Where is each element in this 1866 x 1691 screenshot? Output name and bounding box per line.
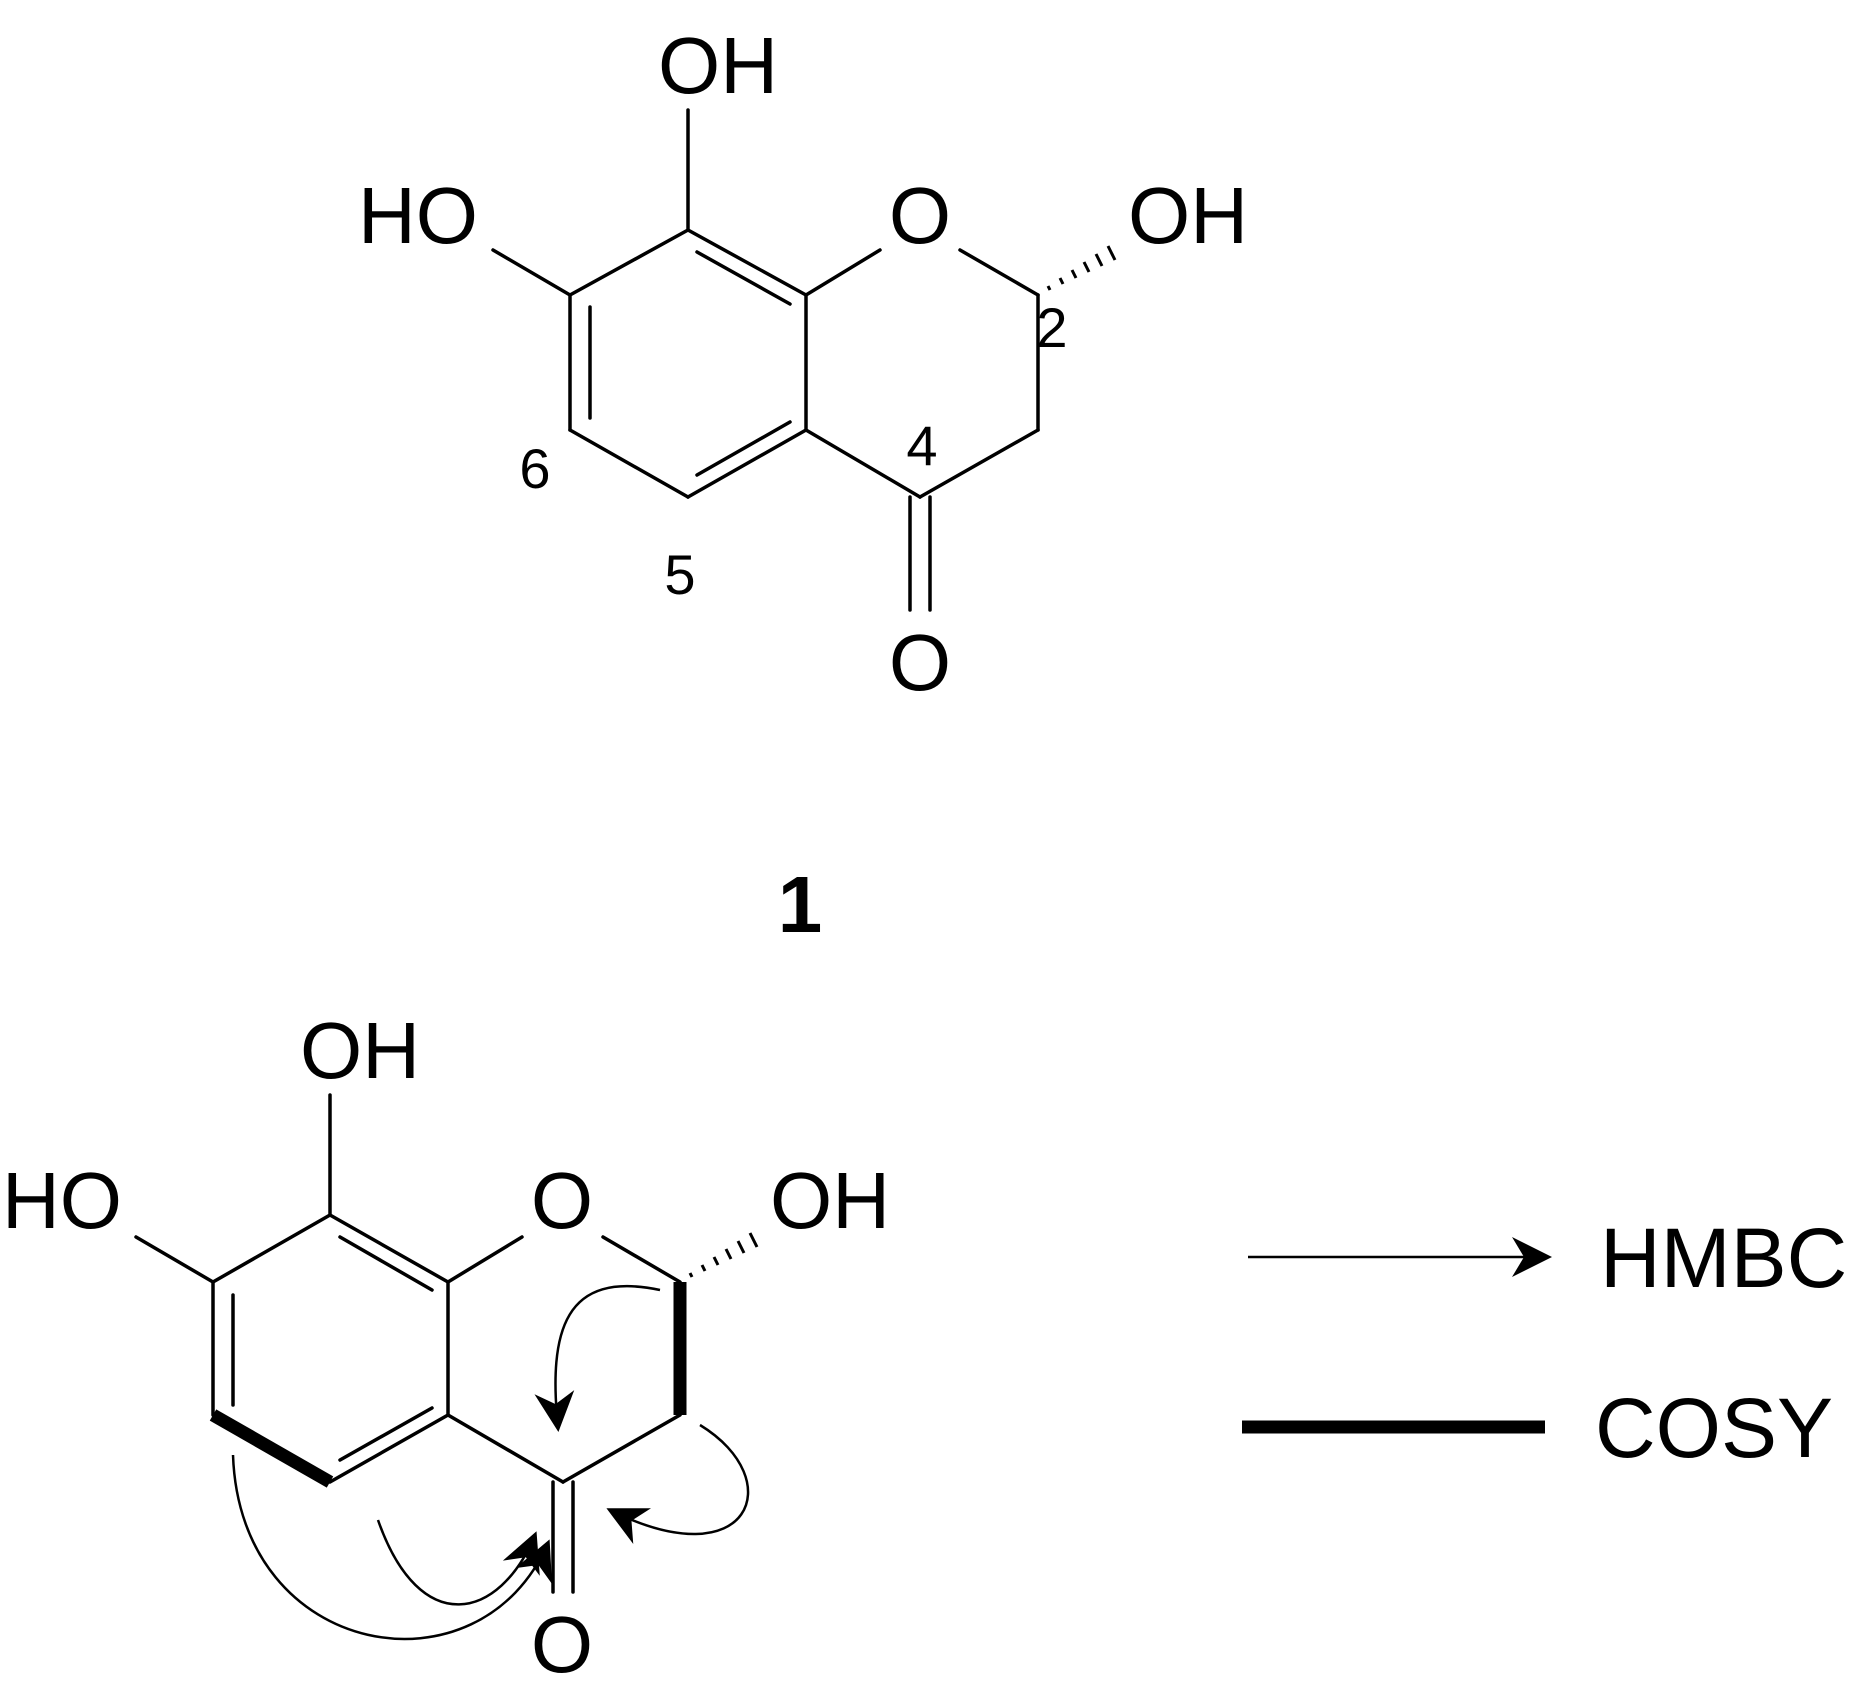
atom-labels-bottom: OH HO O OH O [2,1006,890,1689]
atom-ho-left: HO [2,1156,122,1245]
hmbc-arrow-h3-c4 [606,1423,750,1544]
legend: HMBC COSY [1242,1211,1847,1475]
legend-cosy-label: COSY [1595,1381,1833,1475]
atom-carbonyl-oxygen: O [889,618,951,707]
hashed-wedge [688,1232,759,1278]
atom-oh-top: OH [300,1006,420,1095]
atom-ring-oxygen: O [889,171,951,260]
hmbc-arrow-h2-c4 [534,1284,661,1432]
atom-labels-top: OH HO O OH O [358,21,1248,707]
atom-oh-right: OH [770,1156,890,1245]
hmbc-correlations [231,1284,750,1641]
atom-ring-oxygen: O [531,1156,593,1245]
legend-hmbc-label: HMBC [1600,1211,1847,1305]
bonds-bottom [134,1093,759,1594]
compound-number-label: 1 [778,860,823,949]
atom-ho-left: HO [358,171,478,260]
hmbc-arrow-h5-c4 [376,1519,540,1606]
position-4-label: 4 [906,414,937,477]
atom-numbering-top: 2 4 5 6 [519,296,1067,606]
position-2-label: 2 [1036,296,1067,359]
atom-oh-right: OH [1128,171,1248,260]
structure-top: OH HO O OH O 2 4 5 6 1 [358,21,1248,949]
atom-carbonyl-oxygen: O [531,1600,593,1689]
cosy-bond-c5-c6 [209,1409,334,1488]
position-5-label: 5 [664,543,695,606]
atom-oh-top: OH [658,21,778,110]
structure-bottom: OH HO O OH O [2,1006,890,1689]
hmbc-arrow-h6-c4 [231,1454,552,1641]
bonds-top [491,108,1117,612]
position-6-label: 6 [519,437,550,500]
hashed-wedge [1046,245,1117,291]
